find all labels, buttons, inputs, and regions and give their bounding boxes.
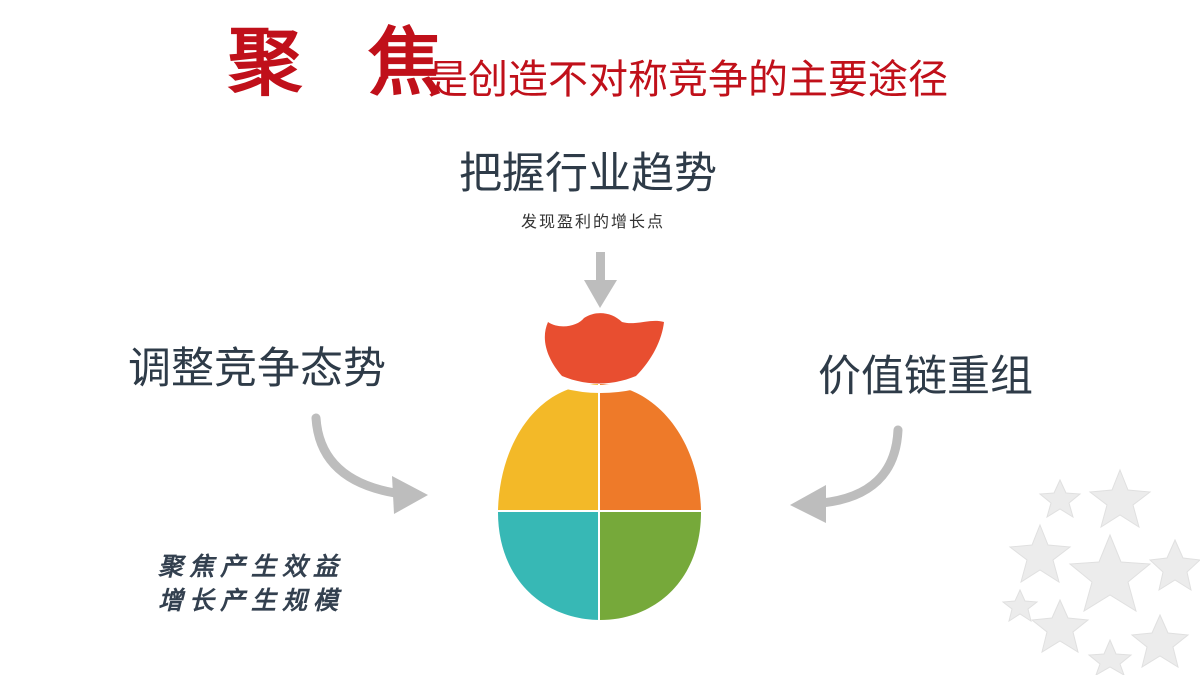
bag-top (544, 313, 664, 384)
star-decoration-icon (1001, 468, 1200, 675)
bag-quadrant-bottom-left (497, 511, 599, 620)
bag-quadrant-bottom-right (599, 511, 702, 620)
node-right-label: 价值链重组 (818, 352, 1033, 402)
curved-arrow-left-icon (790, 425, 903, 523)
bag-quadrant-top-right (599, 384, 702, 511)
money-bag-icon (496, 313, 703, 622)
notes-block: 聚焦产生效益 增长产生规模 (158, 550, 344, 618)
node-top-sublabel: 发现盈利的增长点 (521, 212, 666, 231)
title-subtitle: 是创造不对称竞争的主要途径 (428, 57, 948, 103)
bag-quadrant-top-left (497, 384, 599, 511)
node-top-label: 把握行业趋势 (459, 149, 717, 199)
title-main: 聚 焦 (228, 20, 462, 106)
note-line-2: 增长产生规模 (158, 586, 345, 615)
arrow-down-icon (584, 252, 617, 308)
curved-arrow-right-icon (311, 413, 428, 514)
node-left-label: 调整竞争态势 (128, 344, 386, 394)
note-line-1: 聚焦产生效益 (158, 552, 345, 581)
